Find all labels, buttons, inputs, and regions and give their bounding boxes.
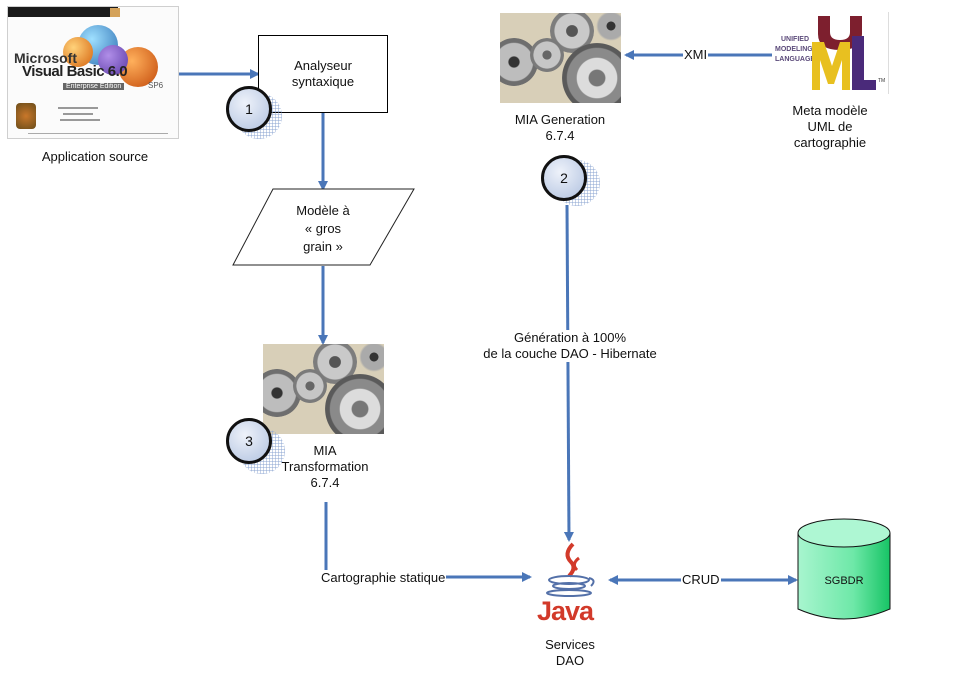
gears-icon — [500, 13, 621, 103]
uml-meta-line2: UML de — [807, 119, 853, 134]
arrow-transformation-to-java — [324, 502, 532, 582]
coarse-model-line3: grain » — [303, 239, 343, 254]
coarse-model-line1: Modèle à — [296, 203, 350, 218]
parser-label-line1: Analyseur — [294, 58, 352, 73]
uml-logo-line2: MODELING — [775, 46, 813, 53]
java-logo-image: Java — [535, 540, 605, 628]
mia-generation-label: MIA Generation 6.7.4 — [495, 112, 625, 144]
step-2-badge: 2 — [541, 155, 587, 201]
mia-transformation-line2: Transformation — [281, 459, 369, 474]
mia-transformation-label: MIA Transformation 6.7.4 — [270, 443, 380, 491]
uml-meta-line1: Meta modèle — [792, 103, 868, 118]
xmi-edge-label: XMI — [683, 47, 709, 62]
uml-logo-line1: UNIFIED — [781, 36, 809, 43]
java-logo-icon — [546, 542, 595, 597]
mia-transformation-line3: 6.7.4 — [310, 475, 340, 490]
uml-tm-text: TM — [878, 78, 886, 84]
java-logo-text: Java — [537, 596, 594, 626]
step-1-badge: 1 — [226, 86, 272, 132]
vb-brand-text: Microsoft — [14, 50, 77, 66]
java-dao-line2: DAO — [555, 653, 585, 668]
step-3-number: 3 — [245, 433, 253, 449]
mia-generation-line1: MIA Generation — [514, 112, 606, 127]
coarse-model-shape[interactable] — [230, 188, 416, 268]
sgbdr-label: SGBDR — [824, 575, 864, 587]
parser-box[interactable]: Analyseur syntaxique — [258, 35, 388, 113]
generation-edge-line1: Génération à 100% — [513, 330, 627, 345]
mia-transformation-image — [263, 344, 384, 434]
gears-icon — [263, 344, 384, 434]
uml-logo-image: UNIFIED MODELING LANGUAGE TM — [772, 12, 889, 94]
mia-transformation-line1: MIA — [313, 443, 337, 458]
java-dao-label: Services DAO — [530, 637, 610, 669]
arrow-generation-to-java — [563, 204, 574, 542]
step-2-number: 2 — [560, 170, 568, 186]
sgbdr-database[interactable] — [796, 517, 892, 627]
uml-meta-line3: cartographie — [793, 135, 867, 150]
coarse-model-line2: « gros — [304, 221, 342, 236]
java-dao-line1: Services — [545, 637, 595, 652]
uml-meta-label: Meta modèle UML de cartographie — [770, 103, 890, 151]
generation-edge-line2: de la couche DAO - Hibernate — [483, 346, 657, 361]
parser-label-line2: syntaxique — [291, 74, 355, 89]
static-mapping-edge-label: Cartographie statique — [320, 570, 447, 585]
step-1-number: 1 — [245, 101, 253, 117]
uml-logo-line3: LANGUAGE — [775, 56, 816, 63]
vb-edition-text: Enterprise Edition — [63, 83, 125, 90]
vb-sp-text: SP6 — [148, 81, 164, 90]
generation-edge-label: Génération à 100% de la couche DAO - Hib… — [462, 330, 678, 362]
crud-edge-label: CRUD — [681, 572, 721, 587]
mia-generation-image — [500, 13, 621, 103]
vb-source-image: Microsoft Visual Basic 6.0 Enterprise Ed… — [7, 6, 179, 139]
vb-product-text: Visual Basic 6.0 — [22, 63, 128, 80]
step-3-badge: 3 — [226, 418, 272, 464]
mia-generation-line2: 6.7.4 — [545, 128, 575, 143]
uml-logo-icon: UNIFIED MODELING LANGUAGE TM — [772, 12, 888, 94]
application-source-label: Application source — [41, 149, 149, 164]
coarse-model-label: Modèle à « gros grain » — [270, 202, 376, 256]
